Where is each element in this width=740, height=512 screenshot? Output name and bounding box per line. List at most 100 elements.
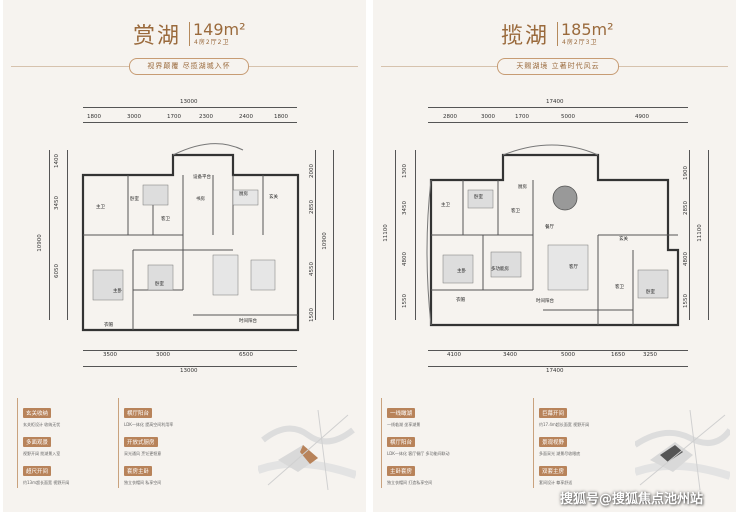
dim-total-right: 11100	[696, 224, 703, 242]
layout-rooms: 4房2厅3卫	[562, 39, 598, 46]
dim-bottom-3: 5000	[561, 352, 575, 358]
layout-title: 揽湖	[501, 24, 550, 49]
feature-desc: 独立衣帽间 打造私享空间	[387, 480, 433, 485]
room-label: 时间阳台	[239, 319, 257, 324]
dim-right-2: 2850	[683, 201, 689, 215]
dim-left-1: 1400	[54, 154, 60, 168]
dim-right-2: 2850	[309, 200, 315, 214]
dim-bottom-4: 1650	[611, 352, 625, 358]
feature-desc: 套间设计 尊享舒适	[539, 480, 573, 485]
feature-desc: 约17.4m超长面宽 视野开阔	[539, 422, 590, 427]
feature-tag: 玄关收纳	[23, 408, 52, 418]
dim-line-left-total	[49, 150, 50, 320]
dim-total-top: 13000	[180, 99, 198, 105]
layout-rooms: 4房2厅2卫	[194, 39, 230, 46]
feature-tag: 一线瞰湖	[387, 408, 416, 418]
dim-bottom-2: 3000	[156, 352, 170, 358]
dim-left-2: 3450	[54, 196, 60, 210]
dim-top-3: 1700	[167, 114, 181, 120]
feature-desc: 采光通风 烹饪更惬意	[124, 451, 162, 456]
dim-right-3: 4800	[683, 252, 689, 266]
dim-bottom-5: 3250	[643, 352, 657, 358]
feature-item: 多面观景视野开阔 揽湖景入室	[23, 429, 85, 456]
feature-desc: 一线临湖 坐享湖景	[387, 422, 421, 427]
feature-tag: 超尺开间	[23, 466, 52, 476]
floorplan-drawing	[81, 143, 300, 332]
dim-top-4: 5000	[561, 114, 575, 120]
dim-total-left: 10900	[36, 234, 43, 252]
room-label: 时间阳台	[536, 299, 554, 304]
dim-top-5: 2400	[239, 114, 253, 120]
dim-left-2: 3450	[402, 201, 408, 215]
room-label: 主卧	[113, 289, 122, 294]
room-label: 卧室	[130, 197, 139, 202]
dim-total-top: 17400	[546, 99, 564, 105]
feature-tag: 开放式厨房	[124, 437, 158, 447]
room-label: 卧室	[155, 282, 164, 287]
dim-right-1: 2000	[309, 164, 315, 178]
room-label: 主卫	[441, 203, 450, 208]
dim-top-6: 1800	[274, 114, 288, 120]
title-divider	[189, 22, 190, 46]
dim-left-3: 4800	[402, 252, 408, 266]
title-divider	[557, 22, 558, 46]
layout-area: 149m²	[193, 20, 246, 39]
dim-total-right: 10900	[321, 232, 328, 250]
slogan-pill: 视界颠覆 尽揽湖城入怀	[129, 58, 249, 75]
dim-bottom-3: 6500	[239, 352, 253, 358]
room-label: 客卫	[161, 217, 170, 222]
dim-line-right-total	[708, 150, 709, 320]
feature-desc: 多面采光 湖景尽收眼底	[539, 451, 581, 456]
dim-line-top-total	[428, 107, 688, 108]
dim-line-bottom	[83, 350, 297, 351]
dim-right-4: 1550	[683, 294, 689, 308]
dim-line-right	[689, 150, 690, 320]
dim-right-3: 4550	[309, 262, 315, 276]
feature-rule	[533, 398, 534, 488]
dim-line-top-total	[83, 107, 297, 108]
feature-desc: 玄关柜设计 收纳无忧	[23, 422, 61, 427]
dim-top-5: 4900	[635, 114, 649, 120]
feature-item: 景观视野多面采光 湖景尽收眼底	[539, 429, 601, 456]
dim-right-1: 1900	[683, 166, 689, 180]
room-label: 玄关	[269, 195, 278, 200]
dim-line-bottom-total	[428, 366, 688, 367]
feature-item: 超尺开间约13m超长面宽 视野开阔	[23, 458, 85, 485]
feature-desc: 约13m超长面宽 视野开阔	[23, 480, 70, 485]
room-label: 厨房	[518, 185, 527, 190]
location-map	[635, 409, 730, 491]
dim-line-left	[67, 150, 68, 320]
feature-item: 双套主房套间设计 尊享舒适	[539, 458, 601, 485]
feature-item: 主卧套房独立衣帽间 打造私享空间	[387, 458, 449, 485]
left-floorplan-card: 赏湖 149m² 4房2厅2卫 视界颠覆 尽揽湖城入怀 13000 1800 3…	[3, 0, 366, 512]
room-label: 主卧	[457, 269, 466, 274]
location-map	[258, 409, 356, 491]
dim-top-2: 3000	[127, 114, 141, 120]
room-label: 客卫	[615, 285, 624, 290]
feature-item: 一线瞰湖一线临湖 坐享湖景	[387, 400, 449, 427]
layout-title: 赏湖	[133, 24, 182, 49]
feature-item: 玄关收纳玄关柜设计 收纳无忧	[23, 400, 85, 427]
slogan-pill: 天赐湖境 立著时代风云	[497, 58, 619, 75]
feature-item: 巨幕开间约17.4m超长面宽 视野开阔	[539, 400, 601, 427]
dim-total-left: 11100	[382, 224, 389, 242]
room-label: 玄关	[619, 237, 628, 242]
feature-rule	[118, 398, 119, 488]
feature-rule	[381, 398, 382, 488]
room-label: 设备平台	[193, 175, 211, 180]
dim-left-1: 1300	[402, 164, 408, 178]
feature-item: 开放式厨房采光通风 烹饪更惬意	[124, 429, 186, 456]
feature-rule	[17, 398, 18, 488]
room-label: 厨房	[239, 192, 248, 197]
room-label: 多功能房	[491, 267, 509, 272]
dim-left-3: 6050	[54, 264, 60, 278]
dim-top-2: 3000	[481, 114, 495, 120]
dim-line-top	[428, 122, 688, 123]
dim-line-right-total	[333, 150, 334, 320]
feature-tag: 套房主卧	[124, 466, 153, 476]
room-label: 客厅	[569, 265, 578, 270]
feature-tag: 横厅阳台	[124, 408, 153, 418]
dim-top-1: 1800	[87, 114, 101, 120]
